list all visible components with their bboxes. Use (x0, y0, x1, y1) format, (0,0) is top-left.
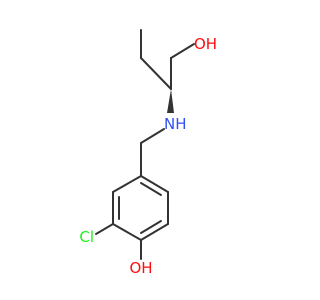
bond-ch2-oh-top (170, 43, 195, 59)
ring-bond-1 (112, 175, 142, 193)
atom-label-amine: NH (164, 115, 187, 133)
stereo-wedge-bond (167, 89, 174, 113)
ring-bond-6 (140, 175, 169, 193)
atom-label-hydroxyl-top: OH (194, 35, 217, 53)
chemical-structure: OH NH Cl OH (79, 29, 217, 277)
ring-double-bond-3 (140, 182, 162, 196)
ring-bond-3 (112, 223, 142, 241)
bond-ring-cl (95, 223, 114, 235)
ring-double-bond-2 (140, 220, 162, 234)
bond-nh-ch2 (140, 128, 165, 144)
ring-bond-4 (140, 223, 169, 241)
bond-skeleton (95, 29, 195, 260)
bond-ethyl-ch2 (140, 57, 172, 90)
atom-label-hydroxyl-bottom: OH (129, 259, 152, 277)
atom-label-chloro: Cl (79, 228, 94, 246)
